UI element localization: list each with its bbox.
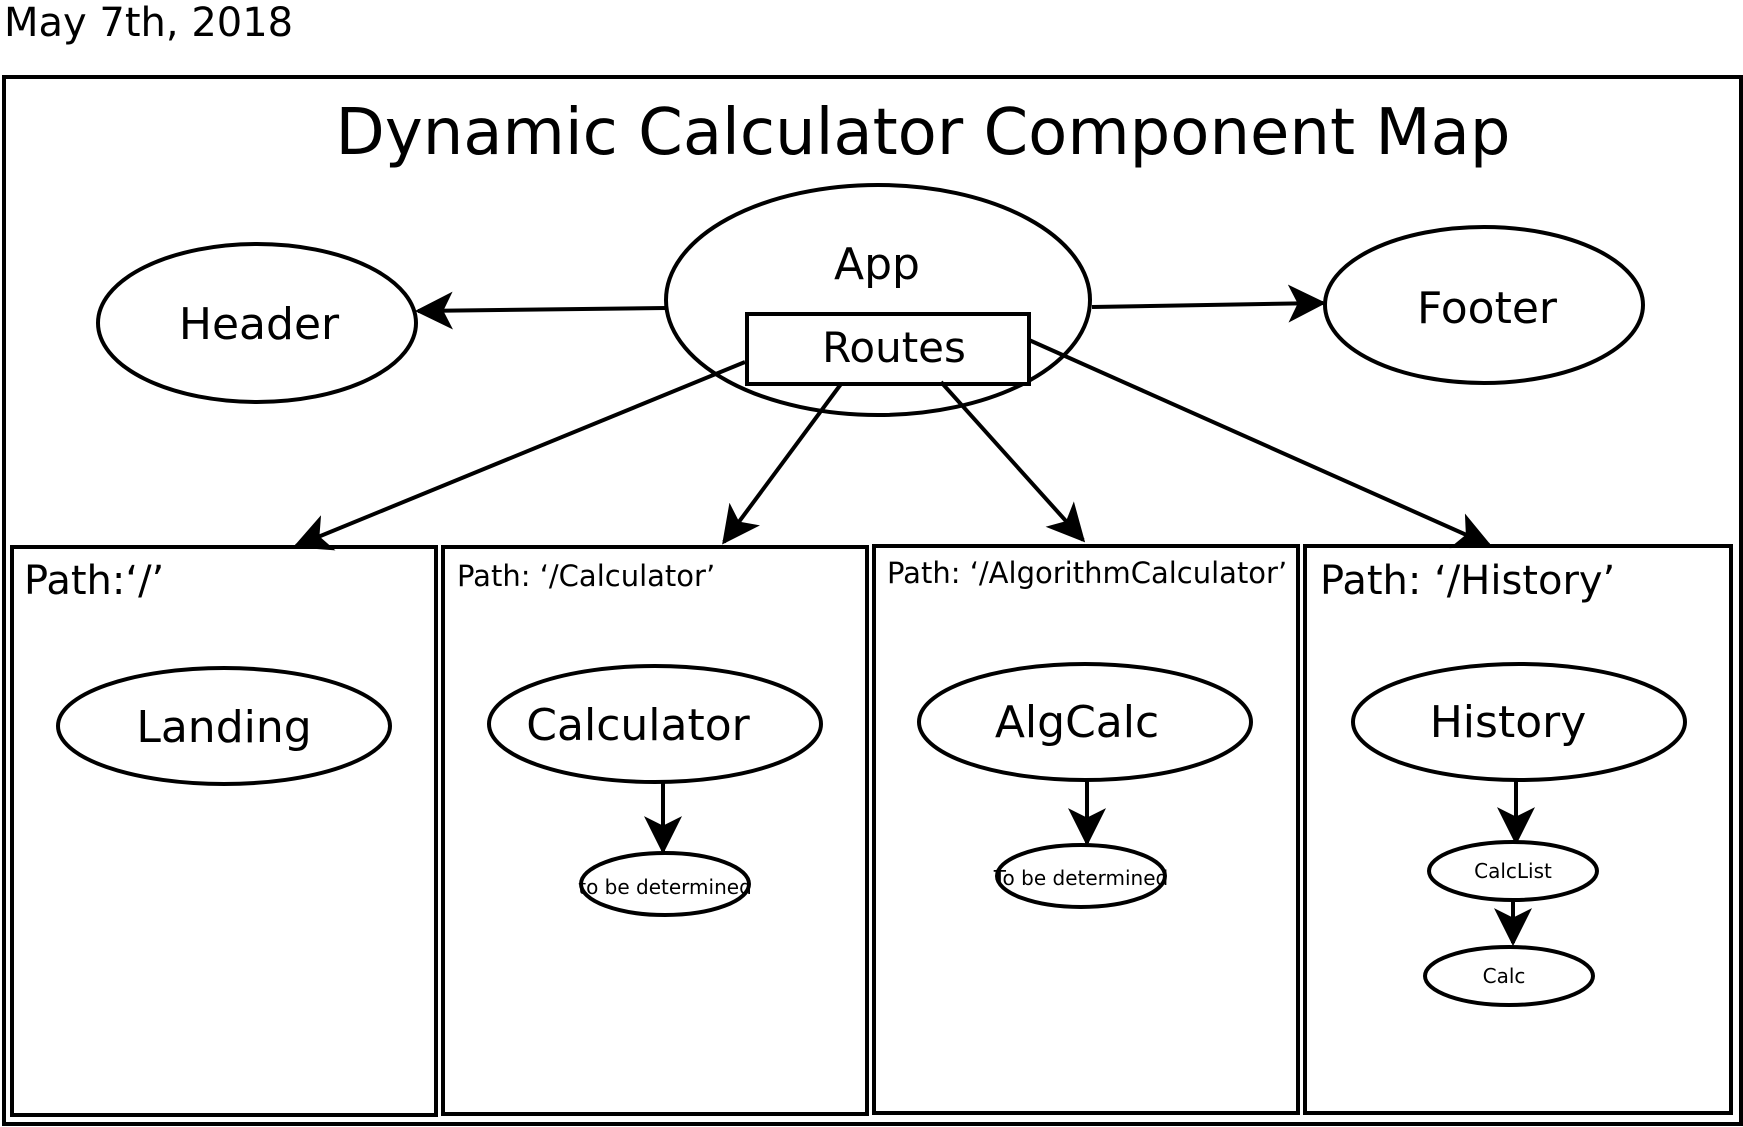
panel-calculator: Path: ‘/Calculator’ Calculator to be det… xyxy=(441,545,869,1116)
panel-frame xyxy=(872,544,1300,1115)
calculator-child-node xyxy=(579,851,751,917)
panel-path-label: Path:‘/’ xyxy=(24,558,164,604)
outer-frame xyxy=(2,75,1743,1126)
edge-routes-algcalc xyxy=(939,380,1086,543)
edge-app-header xyxy=(414,291,667,330)
header-node-label: Header xyxy=(179,299,340,350)
app-node-label: App xyxy=(834,239,920,290)
landing-node-label: Landing xyxy=(136,702,311,753)
calculator-node xyxy=(487,664,823,784)
algcalc-child-node xyxy=(995,843,1167,909)
date-label: May 7th, 2018 xyxy=(4,0,293,46)
algcalc-node-label: AlgCalc xyxy=(995,697,1159,748)
panel-frame xyxy=(441,545,869,1116)
panel-path-label: Path: ‘/History’ xyxy=(1320,558,1615,604)
calculator-node-label: Calculator xyxy=(526,700,750,751)
panel-landing: Path:‘/’ Landing xyxy=(10,545,438,1117)
panel-path-label: Path: ‘/AlgorithmCalculator’ xyxy=(887,556,1287,590)
footer-node-label: Footer xyxy=(1417,283,1558,334)
edge-routes-history xyxy=(1028,338,1492,549)
diagram-title: Dynamic Calculator Component Map xyxy=(336,96,1511,170)
edge-routes-landing xyxy=(293,360,746,551)
edge-routes-calculator xyxy=(722,382,843,545)
routes-node xyxy=(745,312,1031,386)
landing-node xyxy=(56,666,392,786)
panel-history: Path: ‘/History’ History CalcList Calc xyxy=(1303,544,1733,1115)
panel-path-label: Path: ‘/Calculator’ xyxy=(457,559,715,593)
history-node xyxy=(1351,662,1687,782)
calc-node xyxy=(1423,945,1595,1007)
panel-frame xyxy=(10,545,438,1117)
panel-frame xyxy=(1303,544,1733,1115)
calclist-node-label: CalcList xyxy=(1474,859,1552,883)
edge-app-footer xyxy=(1091,284,1327,323)
calc-node-label: Calc xyxy=(1483,964,1526,988)
routes-node-label: Routes xyxy=(822,323,966,372)
panel-algcalc: Path: ‘/AlgorithmCalculator’ AlgCalc To … xyxy=(872,544,1300,1115)
history-node-label: History xyxy=(1430,697,1587,748)
calculator-child-label: to be determined xyxy=(578,875,752,899)
algcalc-child-label: To be determined xyxy=(993,866,1169,890)
